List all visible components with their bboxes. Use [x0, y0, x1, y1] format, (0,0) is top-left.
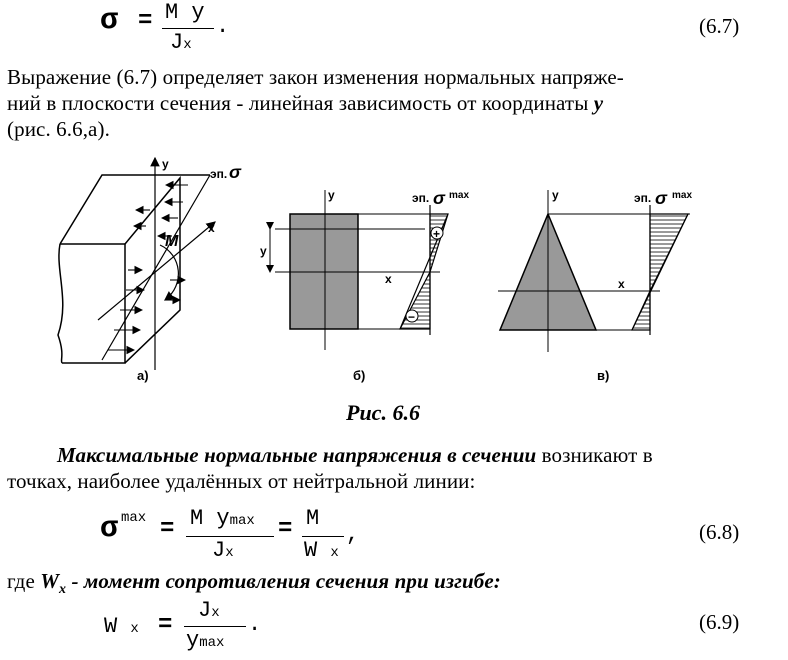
eq69-denominator: ymax — [186, 628, 225, 653]
panel-b-sigma: σ — [433, 188, 446, 208]
eq69-number: (6.9) — [699, 610, 740, 634]
panel-v-axis-x: x — [618, 277, 625, 291]
eq68-equals: = — [160, 516, 175, 543]
panel-b-plus: + — [433, 227, 440, 241]
panel-b-axis-x: x — [385, 272, 392, 286]
eq69-numerator: Jx — [198, 598, 220, 623]
eq69-period: . — [248, 612, 262, 637]
paragraph-1: Выражение (6.7) определяет закон изменен… — [7, 64, 782, 142]
eq68-fraction-bar-1 — [186, 536, 274, 537]
panel-a-sigma: σ — [229, 162, 242, 182]
eq67-sigma: σ — [100, 4, 119, 38]
eq67-equals: = — [138, 8, 153, 35]
eq69-fraction-bar — [184, 626, 246, 627]
eq68-equals-2: = — [278, 516, 293, 543]
panel-b-minus: − — [408, 310, 415, 324]
panel-a-moment: M — [165, 233, 179, 250]
figure-caption: Рис. 6.6 — [346, 400, 420, 425]
eq68-numer2: M — [306, 506, 320, 531]
panel-a-caption: а) — [137, 368, 149, 383]
eq68-number: (6.8) — [699, 520, 740, 544]
eq67-numerator: M y — [165, 0, 205, 25]
eq67-number: (6.7) — [699, 14, 740, 38]
panel-b-axis-y: y — [328, 188, 335, 202]
eq69-equals: = — [158, 612, 173, 639]
eq69-lhs: W x — [104, 614, 139, 639]
paragraph-2: Максимальные нормальные напряжения в сеч… — [7, 442, 782, 494]
panel-b-section — [266, 190, 449, 350]
eq67-period: . — [216, 14, 230, 39]
panel-v-sigma: σ — [655, 188, 668, 208]
para2-line2: точках, наиболее удалённых от нейтрально… — [7, 469, 476, 493]
w-var: Wx — [40, 569, 67, 598]
paragraph-3: где Wx - момент сопротивления сечения пр… — [7, 569, 501, 598]
eq68-sup: max — [121, 510, 147, 526]
panel-a-ep-label: эп. — [210, 167, 227, 181]
eq68-sigma: σ — [100, 512, 119, 546]
para1-line1: Выражение (6.7) определяет закон изменен… — [7, 65, 624, 89]
panel-b-dim-y: y — [260, 244, 267, 258]
eq68-comma: , — [346, 522, 360, 547]
panel-v-ep-label: эп. — [634, 191, 651, 205]
para2-line1: Максимальные нормальные напряжения в сеч… — [57, 443, 653, 467]
figure-6-6: y x эп. σ M а) y x y эп. σ max + − б) — [57, 156, 692, 383]
panel-a-beam — [57, 156, 216, 370]
eq67-fraction-bar — [162, 28, 214, 29]
eq67-denominator: Jx — [170, 30, 192, 55]
panel-b-max: max — [449, 190, 469, 201]
panel-a-axis-x: x — [208, 221, 215, 235]
panel-v-max: max — [672, 190, 692, 201]
panel-b-ep-label: эп. — [412, 191, 429, 205]
para1-line2: ний в плоскости сечения - линейная завис… — [7, 91, 604, 115]
eq68-denom2: W x — [304, 538, 339, 563]
eq68-denom1: Jx — [212, 538, 234, 563]
eq68-fraction-bar-2 — [302, 536, 344, 537]
panel-b-caption: б) — [353, 368, 365, 383]
panel-v-axis-y: y — [552, 188, 559, 202]
eq68-numer1: M ymax — [190, 506, 255, 531]
panel-v-caption: в) — [597, 368, 609, 383]
panel-a-axis-y: y — [162, 157, 169, 171]
para1-line3: (рис. 6.6,а). — [7, 117, 110, 141]
panel-v-section — [498, 190, 690, 352]
